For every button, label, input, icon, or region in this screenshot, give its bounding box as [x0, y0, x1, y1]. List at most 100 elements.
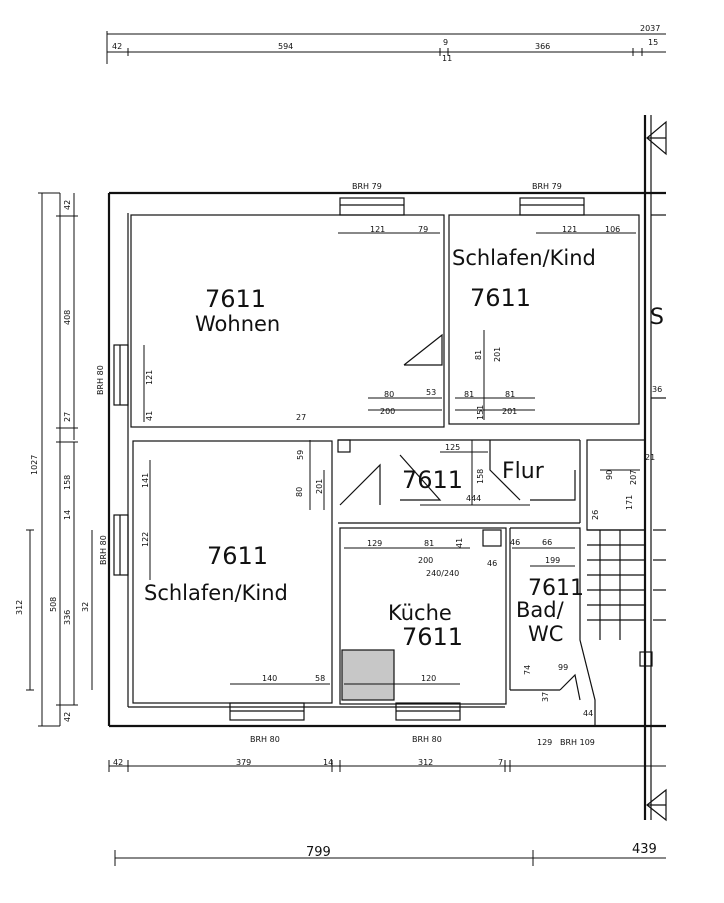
dim-st6: 21 — [645, 453, 655, 462]
dim-left-f: 508 — [49, 597, 58, 612]
dim-b3: 199 — [545, 556, 560, 565]
staircase: 90 207 171 26 21 — [586, 439, 666, 667]
dim-sl2: 122 — [141, 532, 150, 547]
room-name-schlafen-top: Schlafen/Kind — [452, 246, 596, 270]
dim-sl5: 201 — [315, 479, 324, 494]
dim-k7: 140 — [262, 674, 277, 683]
section-marker-bottom — [646, 788, 667, 822]
dim-left-d: 158 — [63, 475, 72, 490]
bottom-dimension-chain: 42 379 14 312 7 799 439 — [108, 758, 666, 866]
dim-bottom-c: 14 — [323, 758, 333, 767]
dim-top-d: 11 — [442, 54, 452, 63]
dim-bottom-big-left: 799 — [306, 845, 331, 860]
dim-b7: 44 — [583, 709, 593, 718]
dim-top-a: 42 — [112, 42, 122, 51]
dim-k3: 200 — [418, 556, 433, 565]
room-name-flur: Flur — [502, 459, 545, 484]
dim-left-g: 336 — [63, 610, 72, 625]
dim-bottom-b: 379 — [236, 758, 251, 767]
room-number-kueche: 7611 — [402, 623, 463, 651]
dim-b4: 74 — [523, 665, 532, 675]
dim-b1: 46 — [510, 538, 520, 547]
dim-wd1: 80 — [384, 390, 394, 399]
room-name-bad-1: Bad/ — [516, 598, 565, 622]
dim-bottom-d: 312 — [418, 758, 433, 767]
dim-sl4: 80 — [295, 487, 304, 497]
dim-f3: 158 — [476, 469, 485, 484]
dim-b8: 129 — [537, 738, 552, 747]
dim-sl1: 141 — [141, 473, 150, 488]
dim-wd2: 53 — [426, 388, 436, 397]
section-marker-top — [646, 120, 667, 156]
label-window-bottom-left: BRH 80 — [250, 735, 280, 744]
room-number-flur: 7611 — [402, 466, 463, 494]
dim-wd4: 27 — [296, 413, 306, 422]
room-wohnen: 121 79 121 41 80 53 200 27 7611 Wohnen — [130, 197, 445, 428]
label-window-bottom-mid: BRH 80 — [412, 735, 442, 744]
dim-st5: 36 — [652, 385, 662, 394]
window-left-upper: BRH 80 — [96, 344, 129, 406]
room-number-wohnen: 7611 — [205, 285, 266, 313]
dim-st3: 171 — [625, 495, 634, 510]
room-flur: 125 444 158 7611 Flur — [337, 439, 581, 524]
dim-left-c: 27 — [63, 412, 72, 422]
window-left-lower: BRH 80 — [99, 514, 129, 576]
dim-sv2: 201 — [493, 347, 502, 362]
dim-top-c: 9 — [443, 38, 448, 47]
dim-b2: 66 — [542, 538, 552, 547]
label-window-left-upper: BRH 80 — [96, 365, 105, 395]
dim-left-b: 408 — [63, 310, 72, 325]
room-number-bad: 7611 — [528, 576, 584, 601]
dim-s1: 121 — [562, 225, 577, 234]
dim-st4: 26 — [591, 510, 600, 520]
room-number-schlafen-left: 7611 — [207, 542, 268, 570]
room-bad: 46 66 199 74 99 37 44 7611 Bad/ WC — [509, 527, 596, 725]
dim-top-total: 2037 — [640, 24, 660, 33]
dim-b5: 99 — [558, 663, 568, 672]
dim-sd3: 201 — [502, 407, 517, 416]
room-partial-s: S — [650, 305, 664, 330]
dim-k2: 81 — [424, 539, 434, 548]
dim-top-f: 15 — [648, 38, 658, 47]
dim-k5: 41 — [455, 538, 464, 548]
dim-s2: 106 — [605, 225, 620, 234]
room-kueche: 129 81 200 240/240 41 46 120 Küche 7611 — [339, 527, 507, 721]
dim-b6: 37 — [541, 692, 550, 702]
dim-sl3: 58 — [315, 674, 325, 683]
dim-left-a: 42 — [63, 200, 72, 210]
dim-st2: 207 — [629, 470, 638, 485]
dim-left-i: 42 — [63, 712, 72, 722]
dim-wh1: 121 — [145, 370, 154, 385]
dim-bottom-big-right: 439 — [632, 842, 657, 857]
left-dimension-chain: 1027 42 408 27 158 14 508 336 32 42 312 — [15, 192, 93, 727]
dim-f1: 125 — [445, 443, 460, 452]
dim-left-total: 1027 — [30, 455, 39, 475]
dim-w1: 121 — [370, 225, 385, 234]
room-name-bad-2: WC — [528, 622, 563, 646]
dim-sd2: 81 — [505, 390, 515, 399]
dim-f2: 444 — [466, 494, 481, 503]
dim-bottom-a: 42 — [113, 758, 123, 767]
kitchen-shaft — [342, 650, 394, 700]
dim-wd3: 200 — [380, 407, 395, 416]
dim-left-h: 32 — [81, 602, 90, 612]
dim-sd1: 81 — [464, 390, 474, 399]
dim-k1: 129 — [367, 539, 382, 548]
dim-k6: 46 — [487, 559, 497, 568]
room-name-schlafen-left: Schlafen/Kind — [144, 581, 288, 605]
dim-st1: 90 — [605, 470, 614, 480]
room-schlafen-left: 140 58 141 122 59 80 201 7611 Schlafen/K… — [132, 440, 333, 721]
dim-sd4: 151 — [476, 405, 485, 420]
dim-sv1: 81 — [474, 350, 483, 360]
dim-top-b: 594 — [278, 42, 293, 51]
room-name-wohnen: Wohnen — [195, 312, 280, 336]
room-number-schlafen-top: 7611 — [470, 284, 531, 312]
dim-f4: 59 — [296, 450, 305, 460]
room-partial-right: S 36 — [650, 214, 666, 399]
label-window-bottom-right: BRH 109 — [560, 738, 595, 747]
top-dimension-chain: 2037 42 594 9 11 366 15 — [106, 24, 666, 64]
dim-wh2: 41 — [145, 411, 154, 421]
room-name-kueche: Küche — [388, 601, 452, 625]
dim-w2: 79 — [418, 225, 428, 234]
